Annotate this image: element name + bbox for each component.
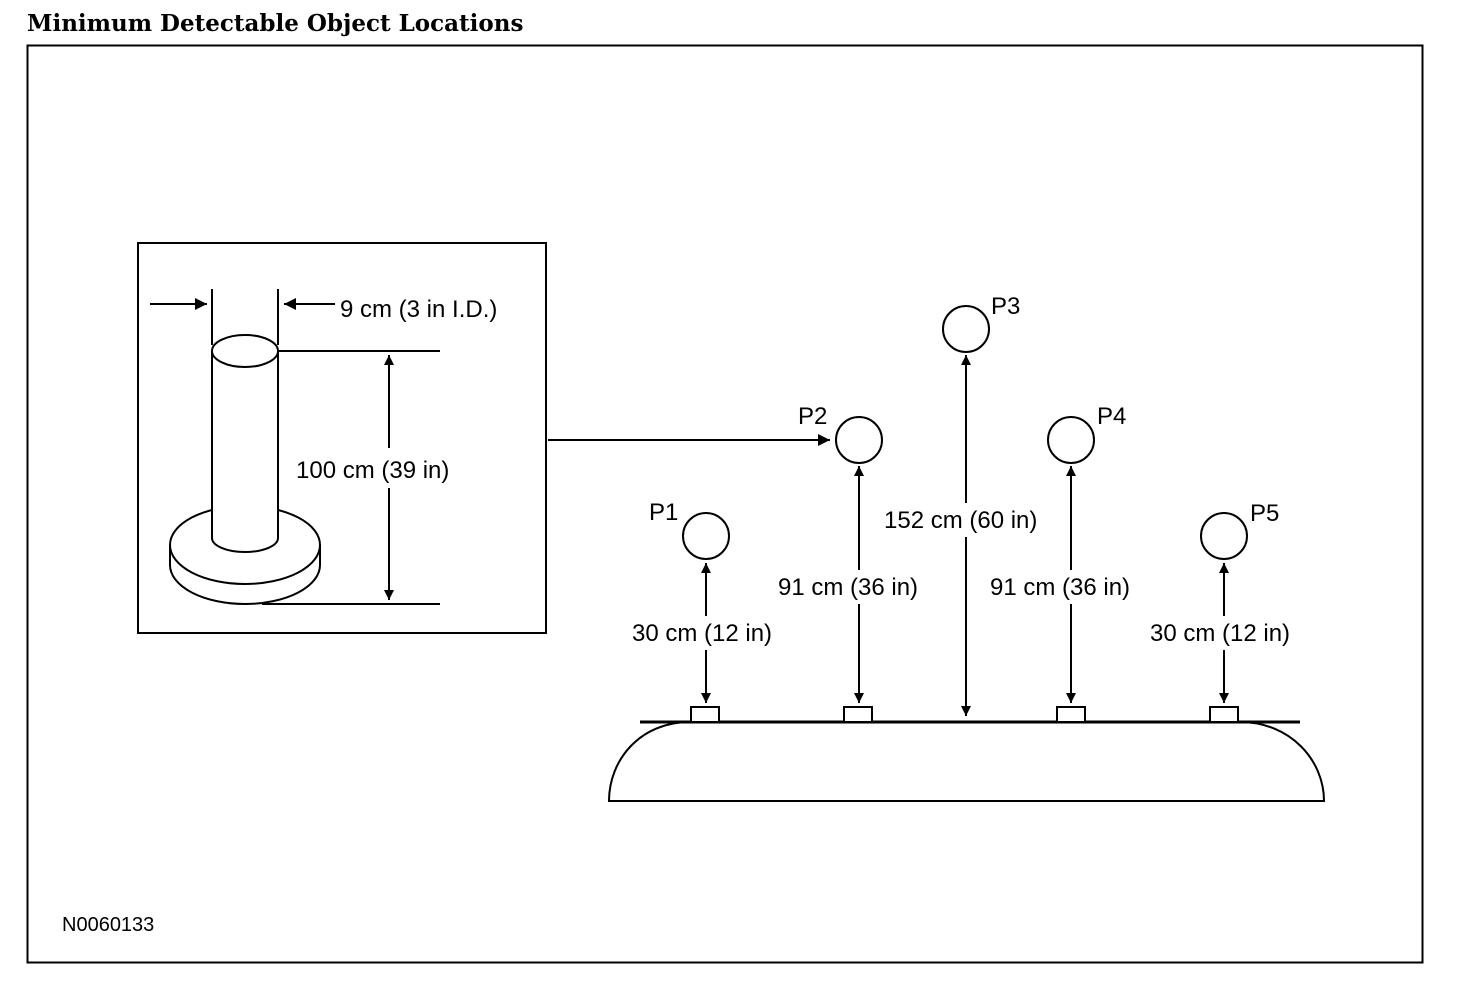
position-p4: P4 91 cm (36 in) [986,403,1150,703]
target-circle [835,416,883,464]
sensor-p5 [1209,706,1239,723]
target-circle [682,512,730,560]
page-title: Minimum Detectable Object Locations [27,10,524,37]
distance-label: 91 cm (36 in) [990,574,1130,601]
position-label: P2 [798,403,827,430]
position-label: P4 [1097,403,1126,430]
bumper [607,706,1326,802]
distance-label: 152 cm (60 in) [884,507,1037,534]
target-circle [1047,416,1095,464]
distance-label: 91 cm (36 in) [778,574,918,601]
position-label: P3 [991,293,1020,320]
diameter-label: 9 cm (3 in I.D.) [340,296,497,323]
position-p5: P5 30 cm (12 in) [1146,500,1310,703]
position-label: P1 [649,499,678,526]
position-p3: P3 152 cm (60 in) [880,293,1060,716]
height-label: 100 cm (39 in) [296,457,449,484]
sensor-p1 [690,706,720,723]
inset-frame [137,242,547,634]
figure-reference: N0060133 [62,914,154,936]
distance-label: 30 cm (12 in) [632,620,772,647]
position-label: P5 [1250,500,1279,527]
figure-frame [26,44,1424,964]
distance-label: 30 cm (12 in) [1150,620,1290,647]
position-p2: P2 91 cm (36 in) [774,403,938,703]
position-p1: P1 30 cm (12 in) [628,499,792,703]
inset-test-object: 9 cm (3 in I.D.) 100 cm (39 in) [137,242,547,634]
sensor-p4 [1056,706,1086,723]
target-circle [942,305,990,353]
pipe [211,289,279,553]
sensor-p2 [843,706,873,723]
target-circle [1200,512,1248,560]
